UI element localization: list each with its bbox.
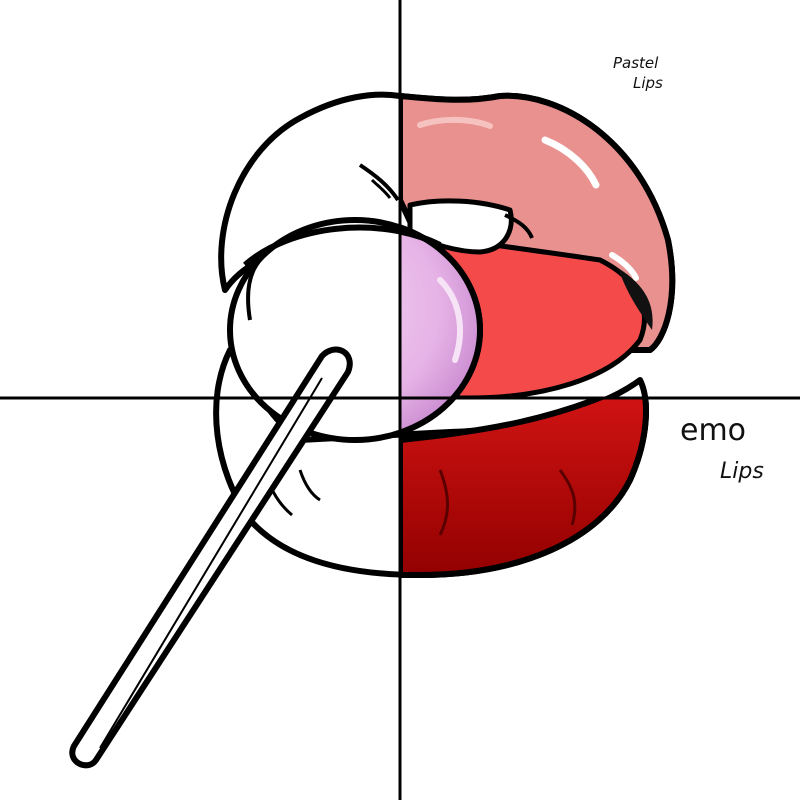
- emo-label-line2: Lips: [720, 459, 764, 484]
- candy-face-line: [246, 256, 264, 321]
- candy-pink: [400, 224, 483, 436]
- lip-crease: [358, 163, 400, 202]
- lollipop-stick: [69, 346, 353, 769]
- upper-lip-highlight-2: [609, 252, 639, 281]
- emo-lip-line: [438, 469, 449, 536]
- candy-shine: [437, 277, 463, 363]
- lip-crease-2: [370, 178, 392, 199]
- emo-label-line1: emo: [680, 413, 746, 448]
- emo-lip-line-2: [558, 469, 577, 526]
- upper-lip-highlight: [541, 136, 600, 189]
- lower-crease-2: [298, 469, 321, 502]
- pastel-label-line2: Lips: [633, 74, 663, 92]
- pastel-label-line1: Pastel: [613, 54, 659, 72]
- stick-shine: [99, 377, 323, 749]
- emo-lower-lip: [400, 398, 649, 578]
- teeth: [407, 198, 514, 255]
- mouth-corner: [618, 268, 653, 330]
- candy-rim-pink: [400, 228, 442, 248]
- teeth-line: [504, 213, 534, 239]
- upper-lip-highlight-3: [417, 116, 493, 129]
